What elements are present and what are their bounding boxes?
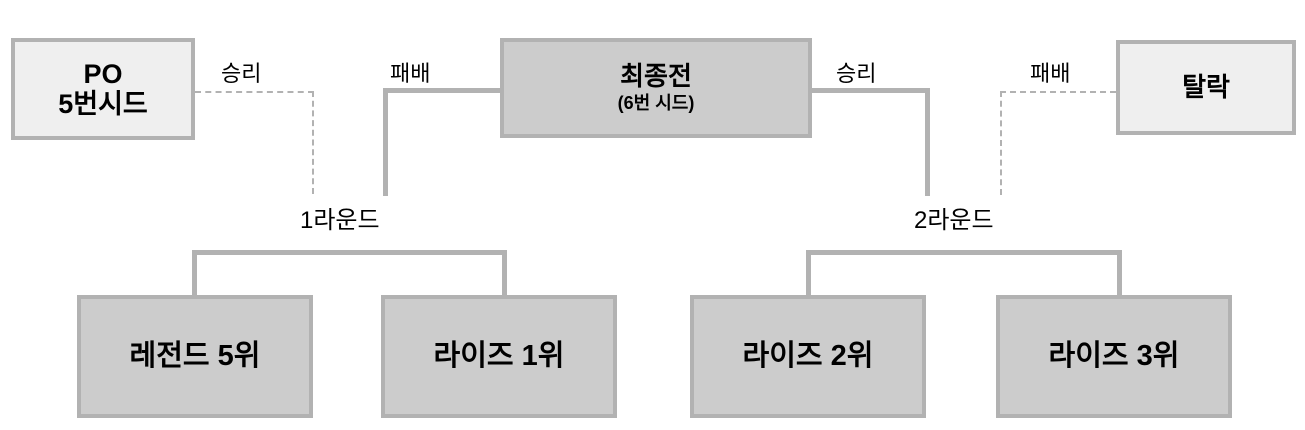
bracket-round1-left-leg (192, 250, 197, 296)
bracket-round2-horizontal (806, 250, 1122, 255)
node-final-match[interactable]: 최종전 (6번 시드) (500, 38, 812, 138)
connector-final-loss-vertical (383, 88, 388, 196)
bracket-round2-left-leg (806, 250, 811, 296)
bracket-round2-right-leg (1117, 250, 1122, 296)
connector-final-win-vertical (925, 88, 930, 196)
connector-final-loss-horizontal (383, 88, 502, 93)
node-eliminated[interactable]: 탈락 (1116, 40, 1296, 135)
edge-label-po-win: 승리 (221, 61, 262, 86)
node-final-match-title: 최종전 (620, 61, 692, 92)
node-playoff-seed5[interactable]: PO 5번시드 (11, 38, 195, 140)
edge-label-final-win: 승리 (836, 61, 877, 86)
node-final-match-seed: (6번 시드) (617, 93, 695, 114)
node-eliminated-title: 탈락 (1182, 71, 1230, 102)
connector-final-win-horizontal (812, 88, 930, 93)
node-team-3-label: 라이즈 2위 (742, 340, 874, 373)
connector-po-win-horizontal (195, 91, 314, 93)
node-team-2[interactable]: 라이즈 1위 (381, 295, 617, 418)
node-team-4[interactable]: 라이즈 3위 (996, 295, 1232, 418)
edge-label-final-loss: 패배 (390, 61, 431, 86)
round-label-2: 2라운드 (914, 207, 994, 234)
node-team-2-label: 라이즈 1위 (433, 340, 565, 373)
node-playoff-seed5-line2: 5번시드 (58, 89, 148, 119)
node-playoff-seed5-line1: PO (83, 58, 123, 89)
node-team-1-label: 레전드 5위 (129, 340, 261, 373)
round-label-1: 1라운드 (300, 207, 380, 234)
connector-eliminated-vertical (1000, 91, 1002, 195)
connector-po-win-vertical (312, 91, 314, 194)
bracket-round1-horizontal (192, 250, 507, 255)
node-team-3[interactable]: 라이즈 2위 (690, 295, 926, 418)
edge-label-eliminated-loss: 패배 (1030, 61, 1071, 86)
bracket-round1-right-leg (502, 250, 507, 296)
node-team-1[interactable]: 레전드 5위 (77, 295, 313, 418)
node-team-4-label: 라이즈 3위 (1048, 340, 1180, 373)
connector-eliminated-horizontal (1000, 91, 1116, 93)
